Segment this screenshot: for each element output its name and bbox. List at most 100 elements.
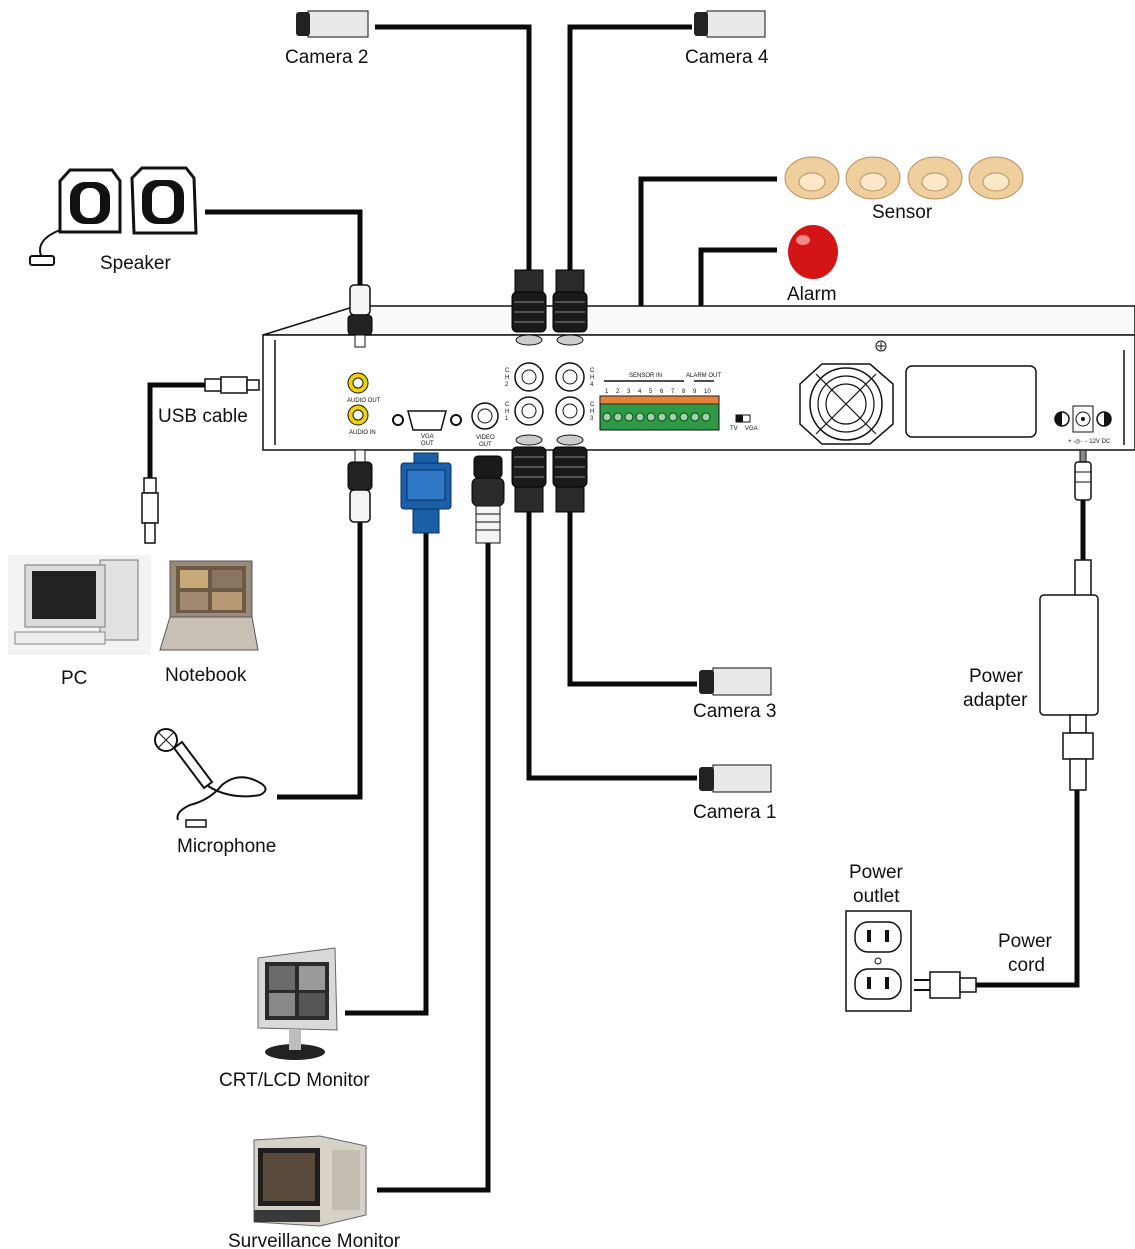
sensor-3 (908, 157, 962, 199)
power-adapter-icon (1040, 560, 1098, 790)
microphone-icon (155, 729, 266, 827)
ch3-label-h: H (590, 409, 594, 415)
power-outlet-label-1: Power (849, 862, 904, 883)
ch3-label-c: C (590, 402, 595, 408)
camera1-cable (529, 512, 697, 778)
ground-screw-icon (876, 341, 886, 351)
dvr-top-face (263, 306, 1135, 335)
camera2-cable (375, 27, 529, 270)
ch2-label-h: H (505, 375, 509, 381)
video-out-cable (377, 543, 488, 1190)
usb-connector-top (205, 377, 259, 393)
sensor-1 (785, 157, 839, 199)
pc-label: PC (61, 668, 87, 689)
camera3-cable (570, 512, 697, 684)
microphone-cable (277, 522, 360, 797)
camera-3 (699, 668, 771, 695)
rca-plug-audio-in (348, 450, 372, 522)
camera-1 (699, 765, 771, 792)
vga-out-label-2: OUT (421, 441, 434, 447)
notebook-label: Notebook (165, 665, 247, 686)
ch2-label-c: C (505, 368, 510, 374)
power-adapter-label-1: Power (969, 666, 1024, 687)
tv-label: TV (730, 426, 738, 432)
dc-plug (1075, 450, 1091, 500)
ch1-label-h: H (505, 409, 509, 415)
terminal-screw (614, 413, 622, 421)
speaker-icon (30, 168, 196, 265)
sensor-group (785, 157, 1023, 199)
surveillance-monitor-icon (254, 1136, 366, 1226)
alarm-label: Alarm (787, 284, 837, 305)
vga-out-label-1: VGA (421, 434, 434, 440)
cooling-fan-icon (800, 364, 893, 444)
tv-vga-switch[interactable] (736, 415, 750, 422)
audio-in-jack[interactable] (348, 405, 368, 425)
terminal-screw (680, 413, 688, 421)
bnc-plug-video-out (472, 456, 504, 543)
speaker-label: Speaker (100, 253, 171, 274)
dc-input-label: + -◎- − 12V DC (1068, 439, 1111, 445)
video-out-label-1: VIDEO (476, 435, 495, 441)
bnc-plug-ch1 (512, 435, 546, 512)
ch3-bnc-port[interactable] (556, 397, 584, 425)
terminal-screw (702, 413, 710, 421)
ch1-label-c: C (505, 402, 510, 408)
camera-3-label: Camera 3 (693, 701, 776, 722)
ch1-bnc-port[interactable] (515, 397, 543, 425)
ch4-label-h: H (590, 375, 594, 381)
terminal-screw (636, 413, 644, 421)
sensor-label: Sensor (872, 202, 933, 223)
crt-lcd-monitor-label: CRT/LCD Monitor (219, 1070, 370, 1091)
vga-switch-label: VGA (745, 426, 758, 432)
audio-out-jack[interactable] (348, 373, 368, 393)
camera-2 (296, 11, 368, 37)
dvr-unit: AUDIO OUT AUDIO IN VGA OUT VIDEO OUT (263, 306, 1135, 450)
terminal-number: 10 (704, 389, 711, 395)
rating-label-plate (906, 366, 1036, 437)
terminal-screw (691, 413, 699, 421)
usb-connector-bottom (142, 478, 158, 543)
audio-out-label: AUDIO OUT (347, 398, 381, 404)
power-outlet-label-2: outlet (853, 886, 900, 907)
power-cord-label-2: cord (1008, 955, 1045, 976)
power-plug-icon (914, 972, 976, 998)
terminal-screw (647, 413, 655, 421)
ch4-bnc-port[interactable] (556, 363, 584, 391)
usb-cable-line (150, 385, 205, 478)
terminal-screw (603, 413, 611, 421)
terminal-screw (625, 413, 633, 421)
camera-4-label: Camera 4 (685, 47, 769, 68)
audio-in-label: AUDIO IN (349, 430, 376, 436)
vga-cable (345, 533, 426, 1013)
power-outlet-icon (846, 911, 911, 1011)
camera4-cable (570, 27, 692, 270)
ch4-label-c: C (590, 368, 595, 374)
vga-plug (401, 453, 451, 533)
alarm-light-icon (788, 225, 838, 279)
bnc-plug-ch3 (553, 435, 587, 512)
alarm-out-label: ALARM OUT (686, 373, 721, 379)
terminal-screw (669, 413, 677, 421)
sensor-4 (969, 157, 1023, 199)
power-cord-label-1: Power (998, 931, 1053, 952)
video-out-bnc-port[interactable] (472, 403, 498, 429)
notebook-icon (160, 561, 258, 650)
video-out-label-2: OUT (479, 442, 492, 448)
ch2-bnc-port[interactable] (515, 363, 543, 391)
usb-cable-label: USB cable (158, 406, 248, 427)
camera-2-label: Camera 2 (285, 47, 368, 68)
power-adapter-label-2: adapter (963, 690, 1028, 711)
sensor-alarm-terminal-block[interactable] (600, 396, 719, 430)
microphone-label: Microphone (177, 836, 276, 857)
terminal-screw (658, 413, 666, 421)
pc-computer-icon (8, 555, 151, 655)
surveillance-monitor-label: Surveillance Monitor (228, 1231, 401, 1249)
camera-1-label: Camera 1 (693, 802, 776, 823)
camera-4 (694, 11, 765, 37)
sensor-in-label: SENSOR IN (629, 373, 662, 379)
sensor-2 (846, 157, 900, 199)
speaker-cable (205, 212, 360, 285)
crt-lcd-monitor-icon (258, 948, 337, 1060)
